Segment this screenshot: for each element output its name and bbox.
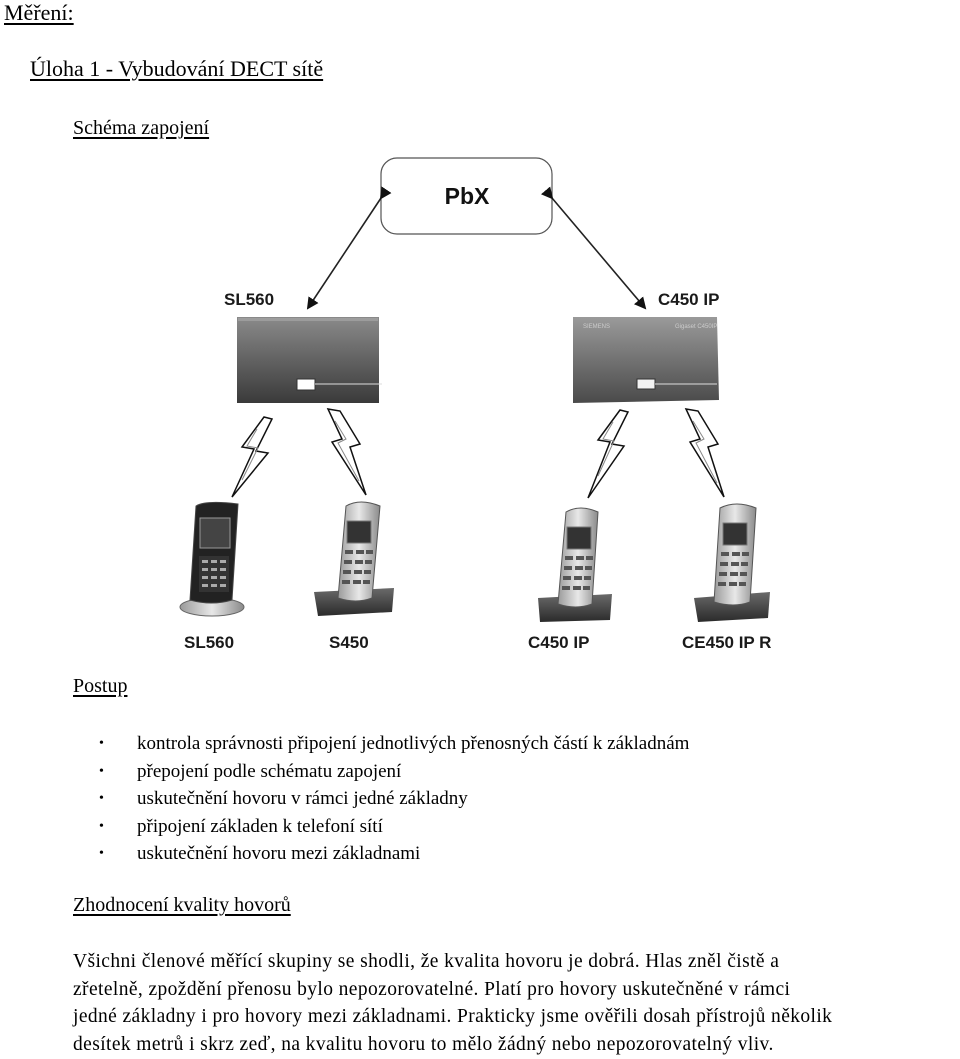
arrow-pbx-sl560 [306,186,392,310]
task-title: Úloha 1 - Vybudování DECT sítě [30,56,324,81]
base-right-label: C450 IP [658,290,719,309]
lightning-signal-icon [587,409,630,499]
lightning-signal-icon [684,408,725,498]
list-item: kontrola správnosti připojení jednotlivý… [99,730,689,758]
section-evaluation-title: Zhodnocení kvality hovorů [73,894,291,916]
connection-diagram: PbX SL560 C450 IP SIEMENS Gigaset C450IP [179,157,771,652]
handset-label: S450 [329,633,369,652]
cordless-phone-icon [538,507,612,622]
pbx-box: PbX [380,157,553,235]
cordless-phone-icon [694,503,770,622]
page-heading: Měření: [4,0,74,25]
list-item: uskutečnění hovoru v rámci jedné základn… [99,785,689,813]
handset-label: C450 IP [528,633,589,652]
procedure-list: kontrola správnosti připojení jednotlivý… [99,730,689,868]
section-scheme-title: Schéma zapojení [73,117,210,139]
base-station-icon: SIEMENS Gigaset C450IP [573,317,719,403]
cordless-phone-icon [179,501,245,617]
lightning-signal-icon [231,416,274,498]
base-left-label: SL560 [224,290,274,309]
evaluation-paragraph: Všichni členové měřící skupiny se shodli… [73,951,833,1055]
base-station-icon [237,317,382,403]
handset-label: CE450 IP R [682,633,771,652]
list-item: přepojení podle schématu zapojení [99,758,689,786]
base-right-brand: SIEMENS [583,324,610,330]
lightning-signal-icon [326,408,367,496]
arrow-pbx-c450 [540,186,647,310]
list-item: uskutečnění hovoru mezi základnami [99,840,689,868]
cordless-phone-icon [314,501,394,616]
base-right-model: Gigaset C450IP [675,324,717,330]
handset-label: SL560 [184,633,234,652]
section-procedure-title: Postup [73,675,128,697]
list-item: připojení základen k telefoní sítí [99,813,689,841]
pbx-label: PbX [445,183,490,209]
